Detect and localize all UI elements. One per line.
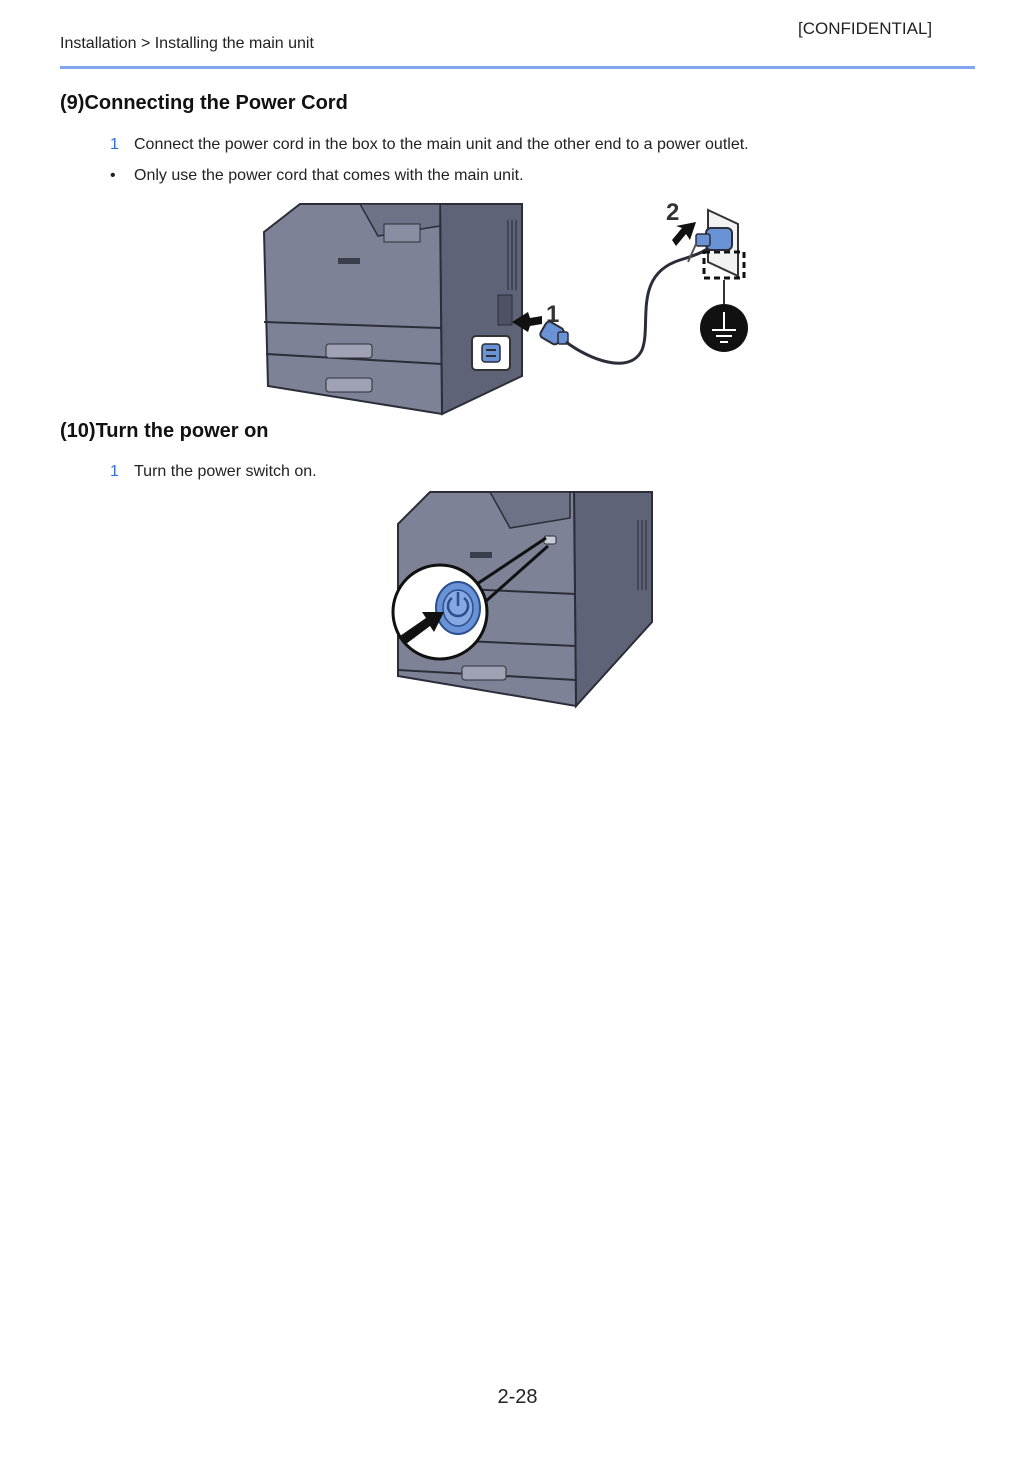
step-item: 1 Turn the power switch on. <box>110 463 317 481</box>
power-switch-illustration <box>391 491 653 709</box>
arrow-2-icon <box>672 222 696 246</box>
printer-side-view <box>262 203 523 416</box>
bullet-marker: • <box>110 167 116 184</box>
note-text: Only use the power cord that comes with … <box>134 167 524 184</box>
arrow-1-icon <box>512 312 542 332</box>
outlet-plug-icon <box>687 227 733 263</box>
power-inlet-icon <box>471 335 511 371</box>
section-heading-power-on: (10)Turn the power on <box>60 420 269 442</box>
callout-1: 1 <box>546 301 559 328</box>
power-symbol-icon <box>446 592 470 618</box>
wall-outlet-icon <box>702 208 746 304</box>
page-number: 2-28 <box>497 1386 538 1408</box>
header-divider <box>60 66 975 69</box>
step-text: Turn the power switch on. <box>134 463 317 480</box>
confidential-label: [CONFIDENTIAL] <box>798 19 933 38</box>
unit-plug-icon <box>539 320 569 346</box>
breadcrumb: Installation > Installing the main unit <box>60 35 314 52</box>
step-number: 1 <box>110 463 119 480</box>
ground-icon <box>700 304 748 352</box>
step-item: 1 Connect the power cord in the box to th… <box>110 136 749 154</box>
step-number: 1 <box>110 136 119 153</box>
press-arrow-icon <box>400 612 444 644</box>
power-cord-illustration: 1 2 <box>262 200 748 416</box>
callout-2: 2 <box>666 200 679 226</box>
step-text: Connect the power cord in the box to the… <box>134 136 749 153</box>
note-item: • Only use the power cord that comes with… <box>110 167 524 185</box>
power-cord <box>565 240 717 365</box>
section-heading-power-cord: (9)Connecting the Power Cord <box>60 92 348 114</box>
